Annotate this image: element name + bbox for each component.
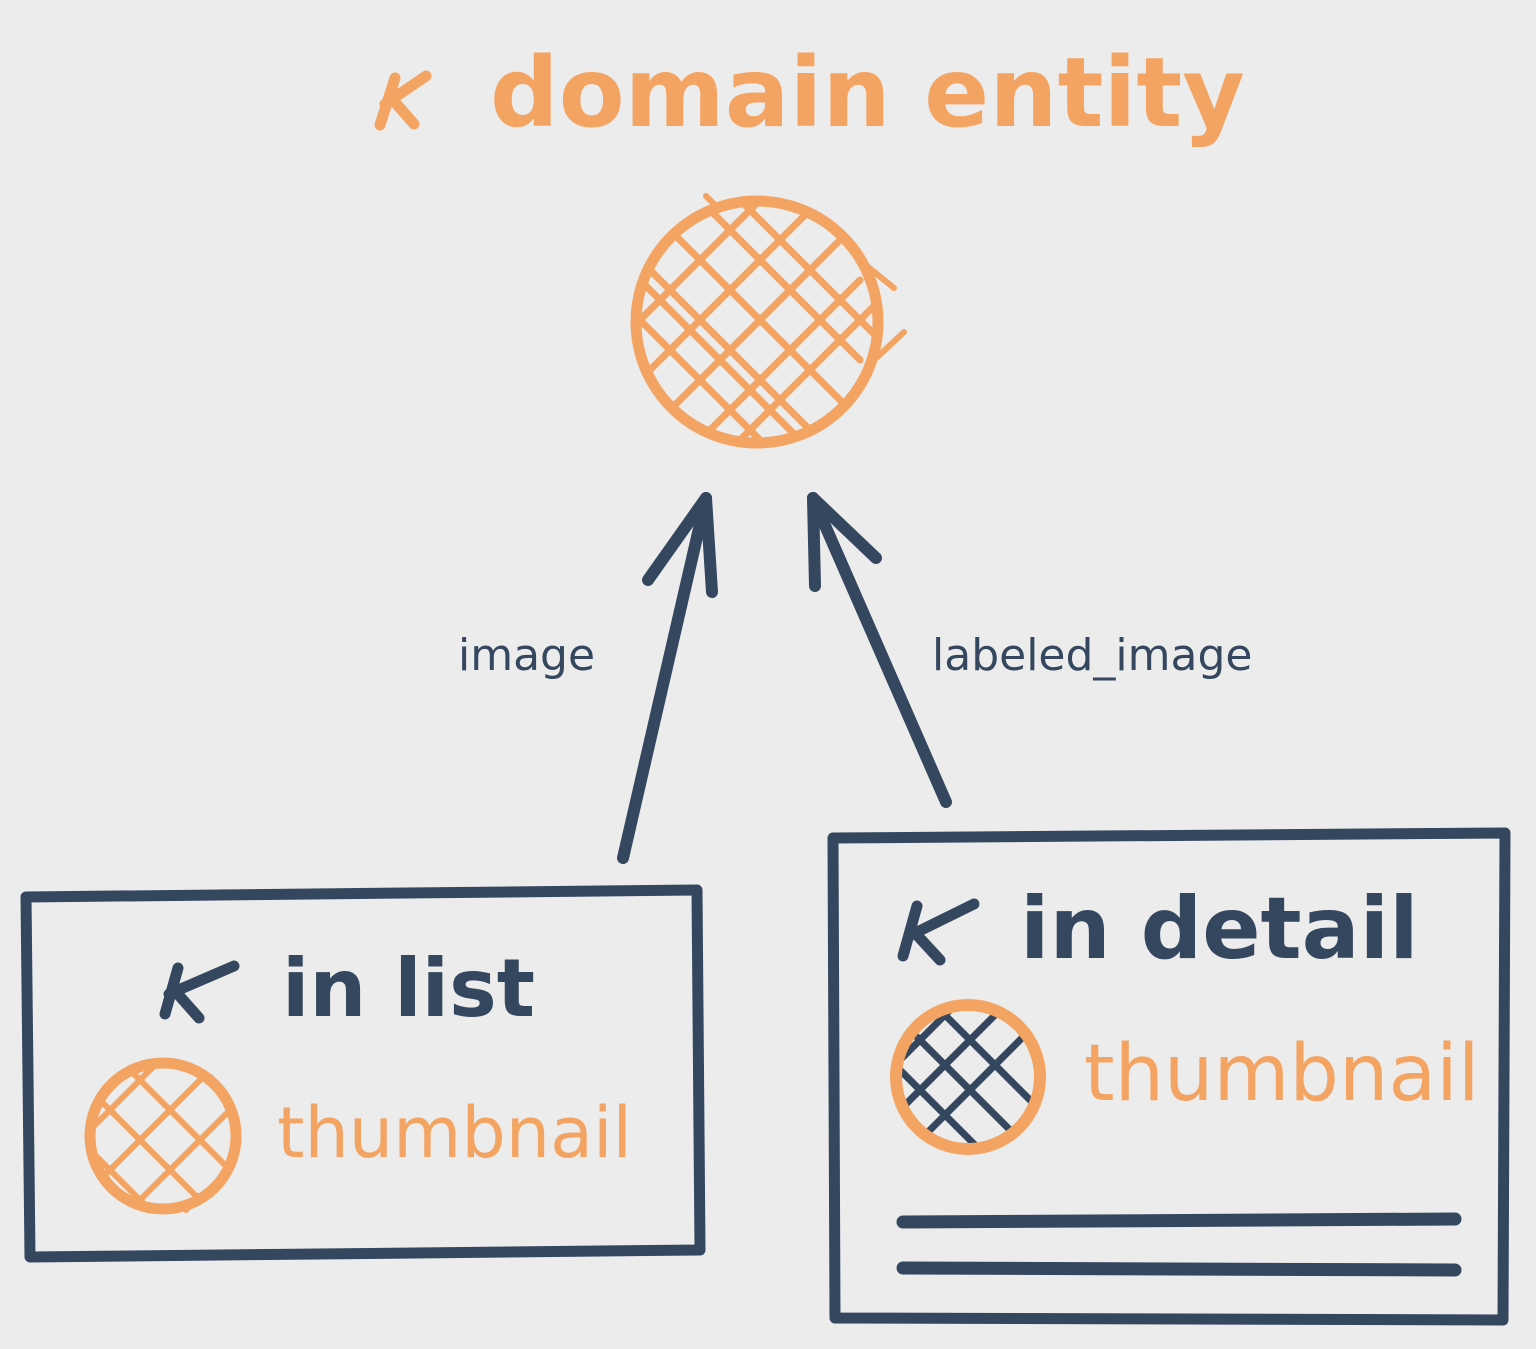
detail-card-title: in detail xyxy=(1020,879,1419,979)
k-mark-icon xyxy=(374,70,432,131)
detail-card-k-icon xyxy=(897,898,980,966)
title-group: domain entity xyxy=(374,37,1245,149)
edge-label-image: image xyxy=(458,630,595,681)
edge-label-labeled-image: labeled_image xyxy=(932,630,1252,681)
arrow-image xyxy=(617,492,718,864)
list-card: in list thumbnail xyxy=(20,884,706,1263)
entity-node xyxy=(630,193,907,449)
arrow-labeled-image xyxy=(807,492,952,808)
list-card-title: in list xyxy=(282,942,535,1035)
detail-card: in detail thumbnail xyxy=(827,827,1511,1326)
hatched-circle-icon xyxy=(630,193,907,449)
detail-text-line-1 xyxy=(896,1212,1462,1229)
detail-text-line-2 xyxy=(896,1261,1462,1277)
list-thumbnail-label: thumbnail xyxy=(277,1092,632,1174)
diagram-title: domain entity xyxy=(490,37,1245,149)
detail-thumbnail-label: thumbnail xyxy=(1084,1029,1480,1119)
list-thumbnail-icon xyxy=(84,1057,242,1215)
list-card-k-icon xyxy=(159,960,240,1024)
detail-thumbnail-icon xyxy=(890,999,1046,1155)
